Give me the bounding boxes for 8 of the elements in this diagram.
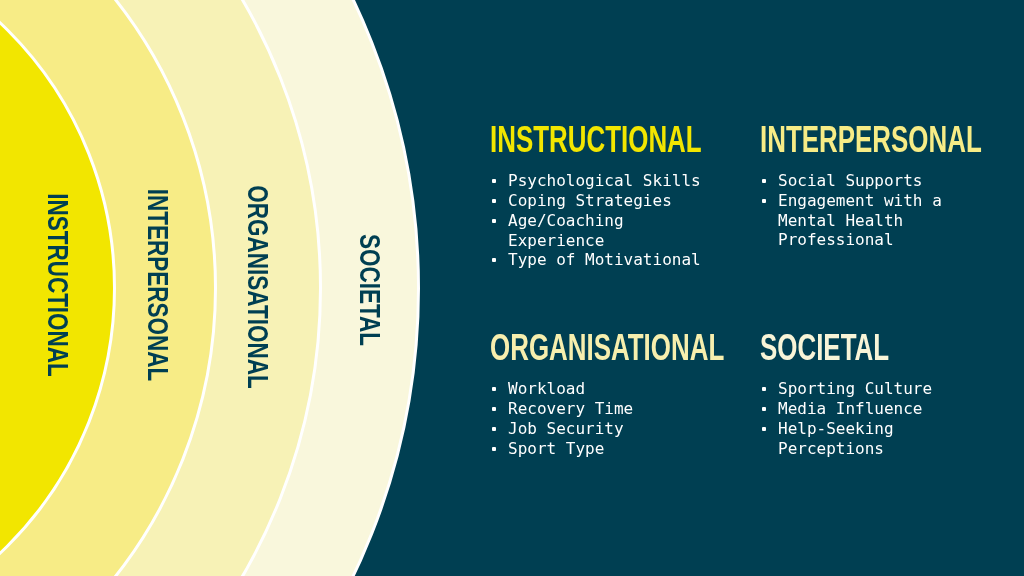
category-heading: INSTRUCTIONAL	[490, 122, 702, 158]
ring-label: INTERPERSONAL	[143, 188, 173, 382]
category-heading: SOCIETAL	[760, 330, 890, 366]
category-heading: INTERPERSONAL	[760, 122, 982, 158]
category-heading: ORGANISATIONAL	[490, 330, 725, 366]
ring-label: SOCIETAL	[355, 233, 385, 347]
ring-label: ORGANISATIONAL	[243, 185, 273, 389]
ring-label: INSTRUCTIONAL	[43, 193, 73, 377]
